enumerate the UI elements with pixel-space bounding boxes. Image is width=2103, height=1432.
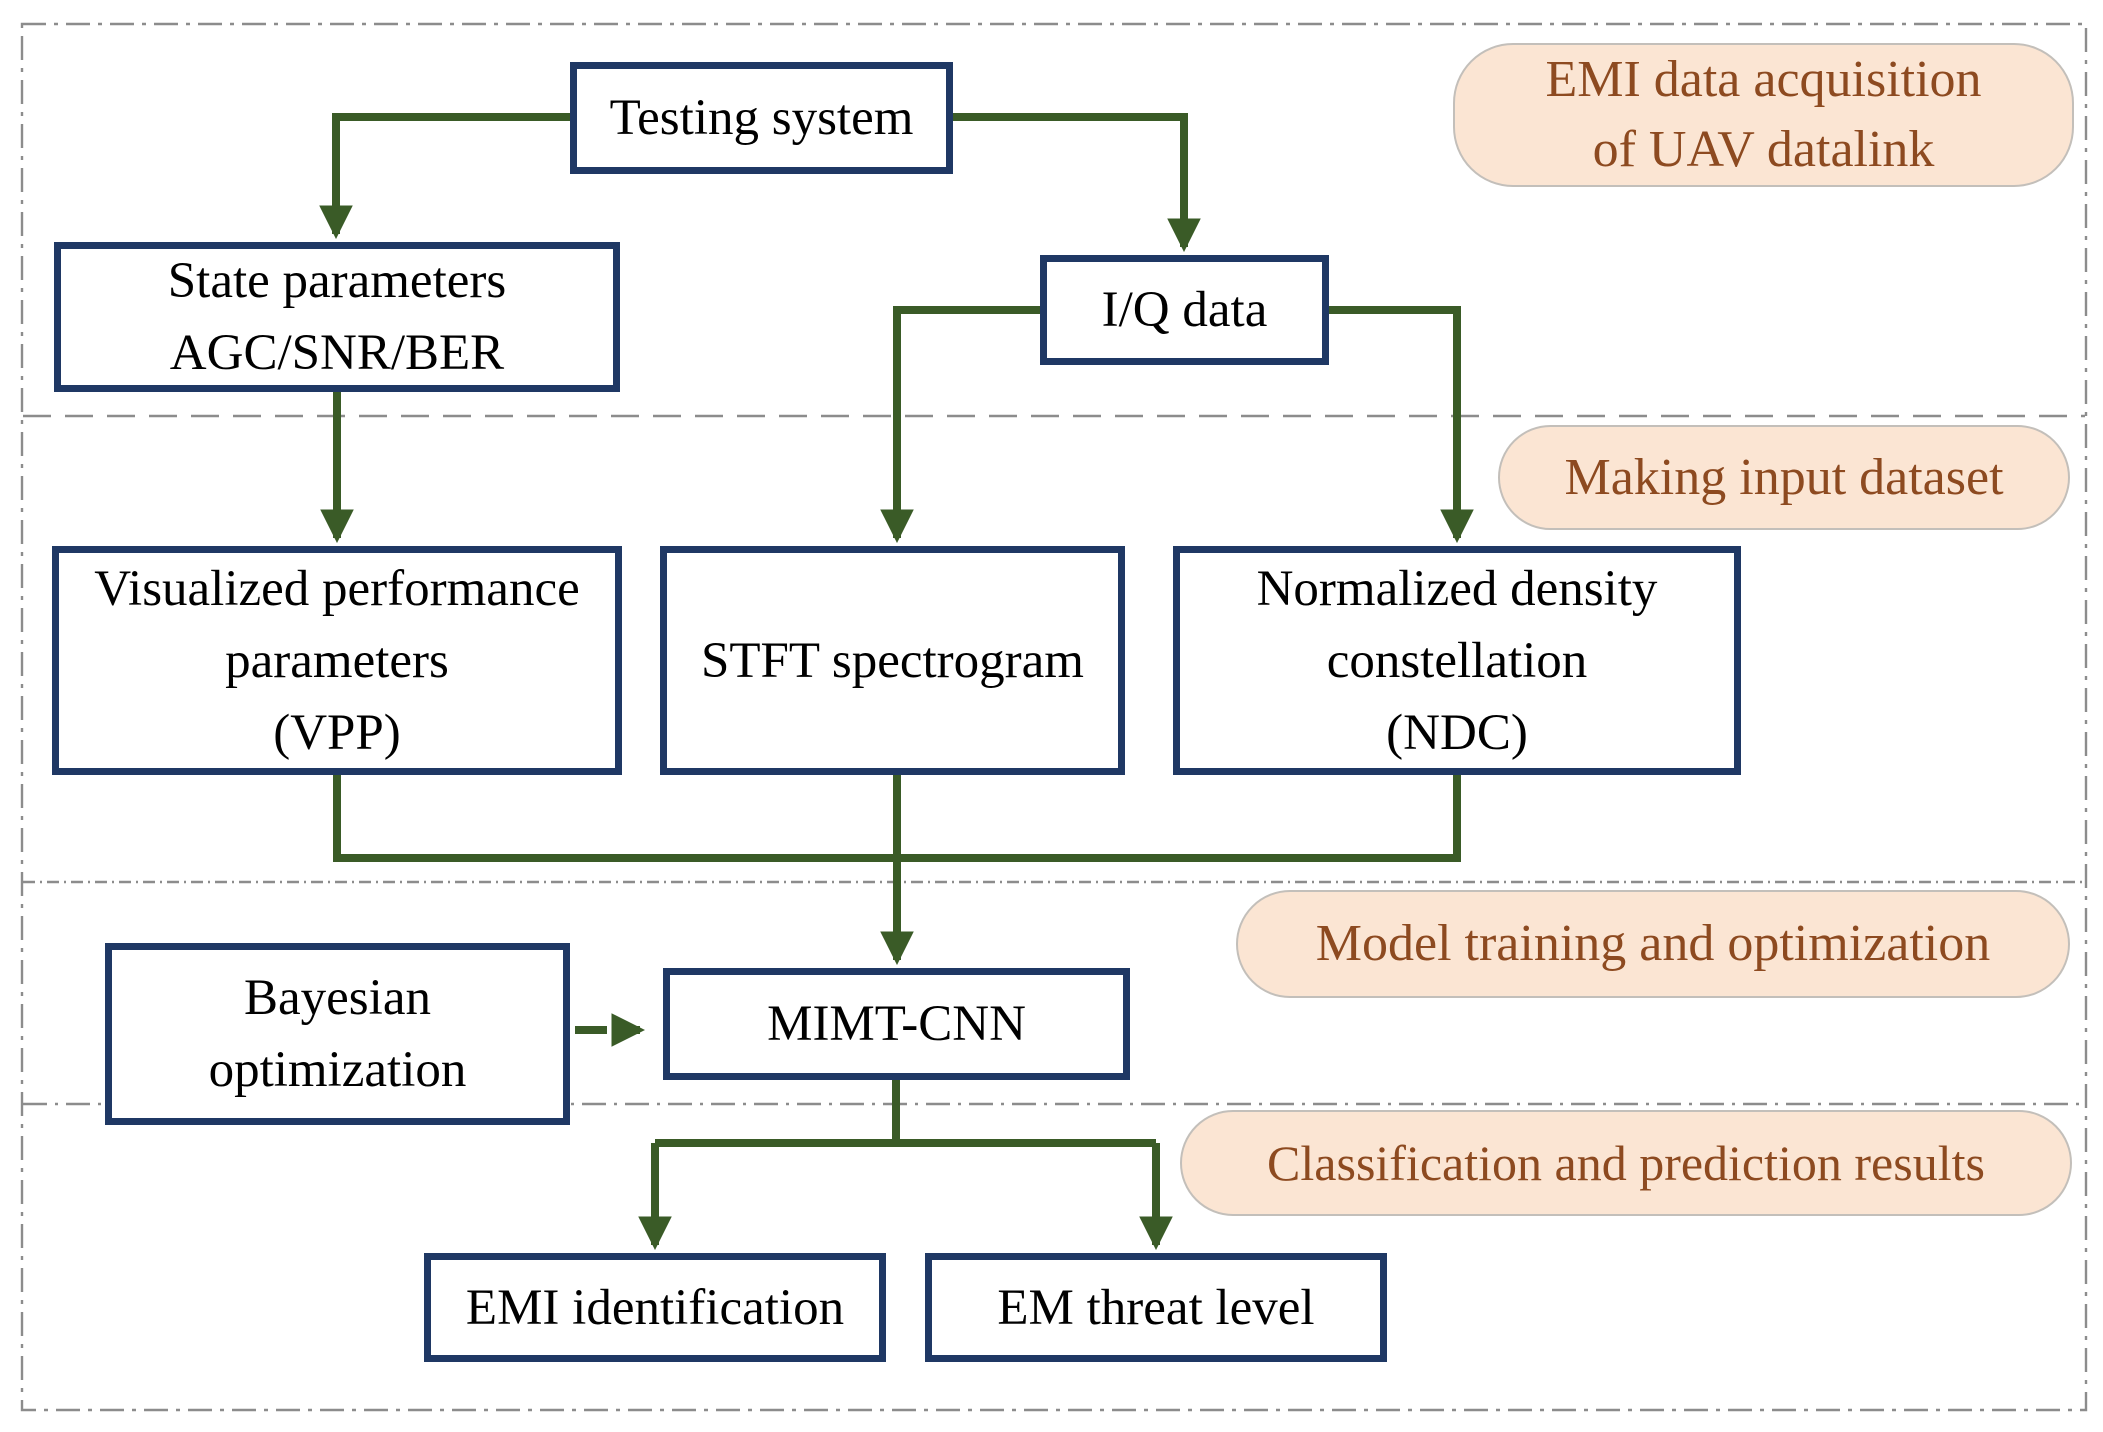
stage-label-emi-data-acquisition: EMI data acquisition of UAV datalink (1453, 43, 2074, 187)
node-emi-identification-label: EMI identification (465, 1279, 845, 1336)
stage-training-label: Model training and optimization (1315, 915, 1991, 972)
node-stft-spectrogram: STFT spectrogram (660, 546, 1125, 775)
node-iq-data: I/Q data (1040, 255, 1329, 365)
node-vpp-line2: parameters (225, 632, 449, 689)
stage-results-label: Classification and prediction results (1267, 1135, 1985, 1191)
connector-testing-to-state-parameters (319, 113, 570, 240)
stage-label-making-input-dataset: Making input dataset (1498, 425, 2070, 530)
node-vpp: Visualized performance parameters (VPP) (52, 546, 622, 775)
node-testing-system-label: Testing system (609, 90, 914, 146)
connector-iq-data-to-stft (880, 306, 1040, 544)
connector-iq-data-to-ndc (1329, 306, 1474, 544)
node-bayesian-line1: Bayesian (244, 970, 431, 1026)
node-em-threat-level-label: EM threat level (997, 1279, 1315, 1336)
node-ndc-line3: (NDC) (1386, 704, 1528, 761)
node-ndc: Normalized density constellation (NDC) (1173, 546, 1741, 775)
node-state-parameters-line1: State parameters (167, 253, 507, 309)
node-emi-identification: EMI identification (424, 1253, 886, 1362)
node-vpp-line3: (VPP) (273, 704, 401, 761)
connector-testing-to-iq-data (953, 113, 1201, 253)
stage-dataset-label: Making input dataset (1564, 448, 2004, 506)
node-mimt-cnn-label: MIMT-CNN (767, 996, 1026, 1052)
node-stft-label: STFT spectrogram (701, 632, 1084, 689)
node-em-threat-level: EM threat level (925, 1253, 1387, 1362)
node-ndc-line1: Normalized density (1256, 560, 1658, 617)
stage-label-classification-results: Classification and prediction results (1180, 1110, 2072, 1216)
outer-dashed-border (20, 22, 2088, 1412)
stage-label-model-training: Model training and optimization (1236, 890, 2070, 998)
node-bayesian-line2: optimization (208, 1042, 467, 1098)
node-bayesian-optimization: Bayesian optimization (105, 943, 570, 1125)
node-vpp-line1: Visualized performance (94, 560, 580, 617)
node-testing-system: Testing system (570, 62, 953, 174)
node-state-parameters: State parameters AGC/SNR/BER (54, 242, 620, 392)
connector-mimt-output-bus (655, 1078, 1156, 1147)
node-state-parameters-line2: AGC/SNR/BER (169, 325, 505, 381)
node-ndc-line2: constellation (1326, 632, 1588, 689)
node-iq-data-label: I/Q data (1101, 282, 1268, 338)
stage-acquisition-line1: EMI data acquisition (1545, 51, 1982, 108)
node-mimt-cnn: MIMT-CNN (663, 968, 1130, 1080)
stage-acquisition-line2: of UAV datalink (1592, 121, 1935, 178)
